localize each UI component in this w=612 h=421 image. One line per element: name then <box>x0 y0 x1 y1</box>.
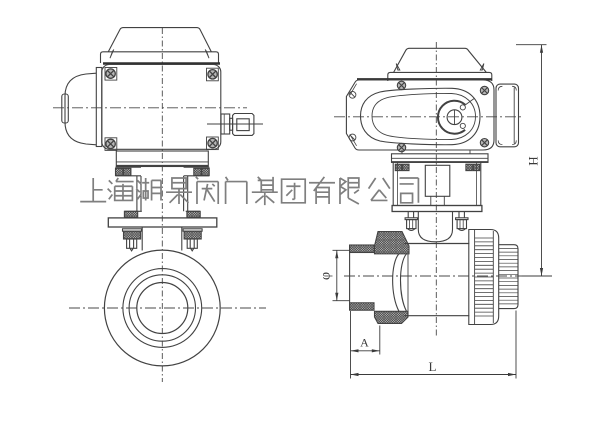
svg-text:A: A <box>360 336 369 350</box>
svg-text:φ: φ <box>319 272 334 280</box>
svg-text:L: L <box>429 359 437 374</box>
svg-text:H: H <box>526 156 541 165</box>
